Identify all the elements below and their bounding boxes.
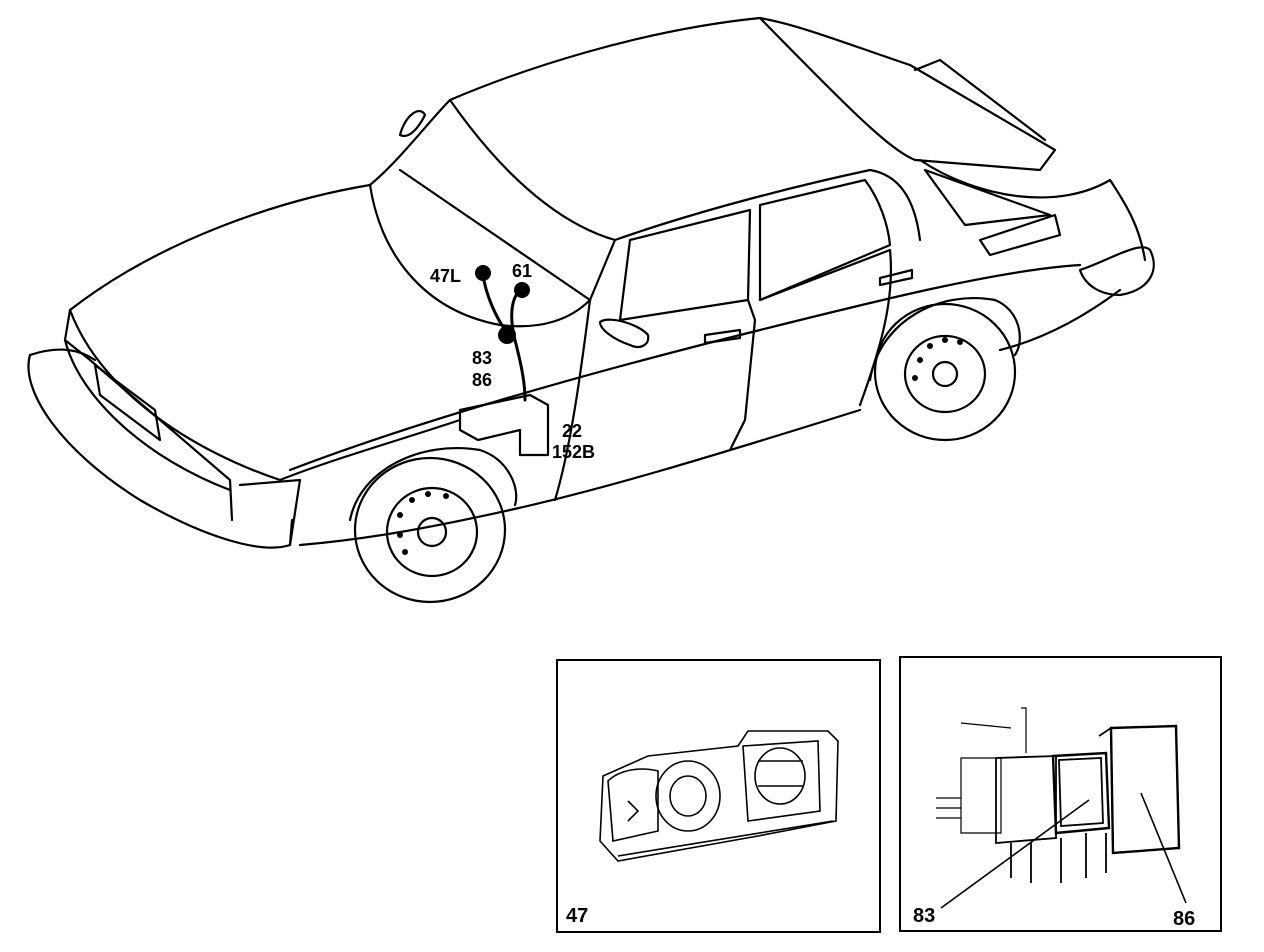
- inset-relays: 83 86: [899, 656, 1222, 932]
- inset-label-47: 47: [566, 905, 589, 927]
- callout-61: 61: [512, 261, 533, 281]
- inset-label-86: 86: [1173, 908, 1196, 930]
- callout-83: 83: [472, 348, 493, 368]
- relay-drawing: [936, 707, 1187, 909]
- inset-instrument-cluster: 47: [556, 659, 881, 933]
- instrument-cluster-drawing: [599, 730, 839, 862]
- callout-152B: 152B: [552, 442, 596, 462]
- callout-47L: 47L: [430, 266, 462, 286]
- inset-label-83: 83: [913, 905, 936, 927]
- callout-22: 22: [562, 421, 583, 441]
- callout-86: 86: [472, 370, 493, 390]
